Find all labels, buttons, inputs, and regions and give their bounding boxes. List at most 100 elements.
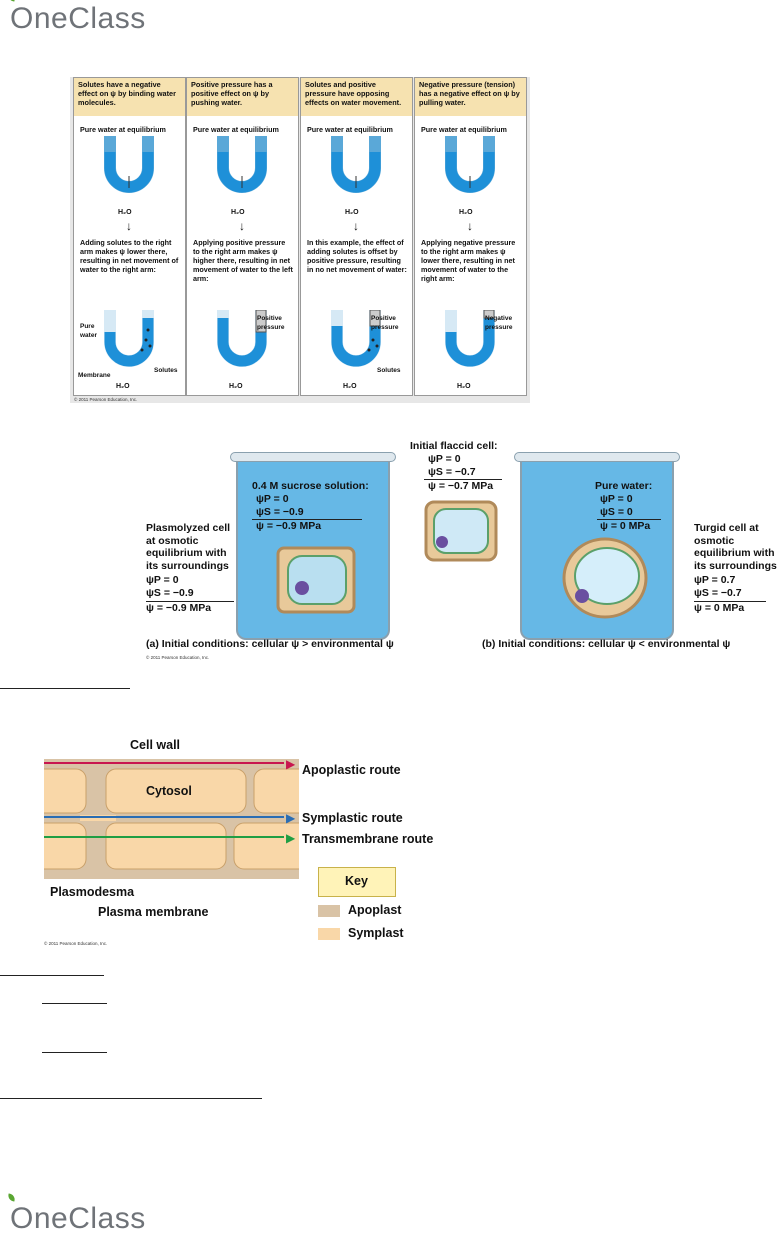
apoplast-swatch bbox=[318, 905, 340, 917]
panel-desc: In this example, the effect of adding so… bbox=[307, 238, 407, 274]
water-psi-p: ψP = 0 bbox=[600, 493, 633, 505]
panel-heading: Solutes and positive pressure have oppos… bbox=[301, 78, 412, 116]
plasmolyzed-title: Plasmolyzed cell at osmotic equilibrium … bbox=[146, 522, 231, 572]
transmembrane-arrow-icon: ▶ bbox=[286, 831, 296, 845]
u-tube-pressure-icon bbox=[217, 310, 267, 367]
blank-line bbox=[42, 1003, 107, 1004]
u-tube-icon bbox=[217, 136, 267, 193]
cell-beaker-figure: 0.4 M sucrose solution: ψP = 0 ψS = −0.9… bbox=[0, 430, 784, 670]
u-tube-icon bbox=[445, 136, 495, 193]
bottom-flow-label: H₂O bbox=[229, 383, 243, 390]
turgid-psi: ψ = 0 MPa bbox=[694, 602, 745, 614]
down-arrow-icon: ↓ bbox=[353, 219, 359, 233]
turgid-psi-s: ψS = −0.7 bbox=[694, 587, 742, 599]
solutes-label: Solutes bbox=[154, 367, 178, 374]
water-psi-s: ψS = 0 bbox=[600, 506, 633, 518]
flaccid-cell-icon bbox=[424, 500, 498, 562]
panel-2: Positive pressure has a positive effect … bbox=[186, 77, 299, 396]
symplast-swatch bbox=[318, 928, 340, 940]
pure-water-label: Pure water bbox=[80, 323, 97, 339]
plasma-membrane-label: Plasma membrane bbox=[98, 905, 209, 919]
down-arrow-icon: ↓ bbox=[239, 219, 245, 233]
positive-pressure-label: Positive pressure bbox=[371, 315, 399, 331]
turgid-psi-p: ψP = 0.7 bbox=[694, 574, 736, 586]
bottom-flow-label: H₂O bbox=[457, 383, 471, 390]
blank-line bbox=[0, 1098, 262, 1099]
water-title: Pure water: bbox=[595, 480, 653, 492]
turgid-title: Turgid cell at osmotic equilibrium with … bbox=[694, 522, 777, 572]
panel-top-label: Pure water at equilibrium bbox=[307, 125, 393, 134]
sucrose-psi: ψ = −0.9 MPa bbox=[256, 520, 322, 532]
flaccid-title: Initial flaccid cell: bbox=[410, 440, 498, 452]
leaf-icon bbox=[7, 1193, 16, 1202]
plasmolyzed-psi: ψ = −0.9 MPa bbox=[146, 602, 212, 614]
logo-text: OneClass bbox=[10, 1202, 146, 1235]
figure-credit: © 2011 Pearson Education, Inc. bbox=[146, 655, 210, 660]
sucrose-psi-p: ψP = 0 bbox=[256, 493, 289, 505]
panel-heading: Negative pressure (tension) has a negati… bbox=[415, 78, 526, 116]
figure-credit: © 2011 Pearson Education, Inc. bbox=[44, 941, 108, 946]
flow-label: H₂O bbox=[345, 209, 359, 216]
apoplast-label: Apoplast bbox=[348, 903, 402, 917]
oneclass-logo-header: OneClass bbox=[7, 0, 146, 36]
caption-a: (a) Initial conditions: cellular ψ > env… bbox=[146, 638, 394, 650]
apoplastic-label: Apoplastic route bbox=[302, 763, 401, 777]
key-box: Key bbox=[318, 867, 396, 897]
panel-desc: Applying positive pressure to the right … bbox=[193, 238, 293, 283]
u-tube-balanced-icon bbox=[331, 310, 381, 367]
symplast-label: Symplast bbox=[348, 926, 404, 940]
panel-top-label: Pure water at equilibrium bbox=[193, 125, 279, 134]
u-tube-solutes-icon bbox=[104, 310, 154, 367]
water-potential-panels: Solutes have a negative effect on ψ by b… bbox=[70, 77, 530, 403]
water-psi: ψ = 0 MPa bbox=[600, 520, 651, 532]
apoplastic-arrow-icon: ▶ bbox=[286, 757, 296, 771]
cell-wall-label: Cell wall bbox=[130, 738, 181, 752]
bottom-flow-label: H₂O bbox=[343, 383, 357, 390]
down-arrow-icon: ↓ bbox=[467, 219, 473, 233]
flaccid-psi-s: ψS = −0.7 bbox=[428, 466, 476, 478]
symplastic-arrow-icon: ▶ bbox=[286, 811, 296, 825]
u-tube-icon bbox=[331, 136, 381, 193]
plasmolyzed-psi-s: ψS = −0.9 bbox=[146, 587, 194, 599]
panel-top-label: Pure water at equilibrium bbox=[80, 125, 166, 134]
key-label: Key bbox=[345, 874, 368, 888]
flow-label: H₂O bbox=[231, 209, 245, 216]
blank-line bbox=[0, 975, 104, 976]
transmembrane-label: Transmembrane route bbox=[302, 832, 434, 846]
panel-heading: Solutes have a negative effect on ψ by b… bbox=[74, 78, 185, 116]
panel-desc: Adding solutes to the right arm makes ψ … bbox=[80, 238, 179, 274]
flow-label: H₂O bbox=[459, 209, 473, 216]
membrane-label: Membrane bbox=[78, 372, 111, 379]
sucrose-title: 0.4 M sucrose solution: bbox=[252, 480, 369, 492]
figure-credit: © 2011 Pearson Education, Inc. bbox=[74, 397, 138, 402]
panel-4: Negative pressure (tension) has a negati… bbox=[414, 77, 527, 396]
panel-3: Solutes and positive pressure have oppos… bbox=[300, 77, 413, 396]
sucrose-psi-s: ψS = −0.9 bbox=[256, 506, 304, 518]
plasmolyzed-psi-p: ψP = 0 bbox=[146, 574, 179, 586]
cytosol-label: Cytosol bbox=[146, 784, 192, 798]
panel-1: Solutes have a negative effect on ψ by b… bbox=[73, 77, 186, 396]
cells-diagram bbox=[44, 759, 299, 879]
plasmolyzed-cell-icon bbox=[276, 546, 356, 614]
down-arrow-icon: ↓ bbox=[126, 219, 132, 233]
caption-b: (b) Initial conditions: cellular ψ < env… bbox=[482, 638, 731, 650]
u-tube-tension-icon bbox=[445, 310, 495, 367]
panel-heading: Positive pressure has a positive effect … bbox=[187, 78, 298, 116]
positive-pressure-label: Positive pressure bbox=[257, 315, 285, 331]
logo-text: OneClass bbox=[10, 2, 146, 35]
symplastic-label: Symplastic route bbox=[302, 811, 403, 825]
flaccid-psi-p: ψP = 0 bbox=[428, 453, 461, 465]
transport-routes-figure: ▶ ▶ ▶ Cell wall Cytosol Apoplastic route… bbox=[0, 735, 784, 950]
solutes-label: Solutes bbox=[377, 367, 401, 374]
negative-pressure-label: Negative pressure bbox=[485, 315, 513, 331]
blank-line bbox=[42, 1052, 107, 1053]
flaccid-psi: ψ = −0.7 MPa bbox=[428, 480, 494, 492]
flow-label: H₂O bbox=[118, 209, 132, 216]
bottom-flow-label: H₂O bbox=[116, 383, 130, 390]
u-tube-icon bbox=[104, 136, 154, 193]
panel-top-label: Pure water at equilibrium bbox=[421, 125, 507, 134]
turgid-cell-icon bbox=[562, 537, 648, 619]
plasmodesma-label: Plasmodesma bbox=[50, 885, 135, 899]
blank-line bbox=[0, 688, 130, 689]
panel-desc: Applying negative pressure to the right … bbox=[421, 238, 516, 283]
